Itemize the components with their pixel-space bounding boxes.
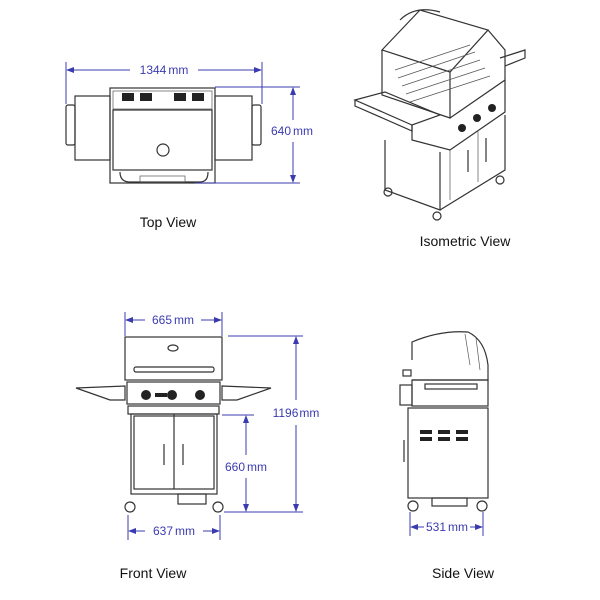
front-cart-height-value: 660 — [225, 460, 245, 474]
top-width-unit: mm — [168, 63, 188, 77]
side-depth-unit: mm — [448, 520, 468, 534]
front-cart-width-unit: mm — [175, 524, 195, 538]
front-height-value: 1196 — [273, 406, 299, 420]
front-view-caption: Front View — [120, 565, 188, 581]
front-lid-width-unit: mm — [174, 313, 194, 327]
front-height-unit: mm — [299, 406, 319, 420]
isometric-view: Isometric View — [353, 9, 526, 249]
top-depth-value: 640 — [271, 124, 291, 138]
front-lid-width-value: 665 — [152, 313, 172, 327]
isometric-view-caption: Isometric View — [420, 233, 512, 249]
svg-text:1196mm: 1196mm — [273, 406, 320, 420]
front-cart-height-unit: mm — [247, 460, 267, 474]
side-view-caption: Side View — [432, 565, 495, 581]
top-view-drawing — [65, 87, 262, 184]
side-depth-value: 531 — [426, 520, 446, 534]
top-depth-unit: mm — [293, 124, 313, 138]
top-view-caption: Top View — [140, 214, 197, 230]
front-view-drawing — [75, 336, 272, 513]
isometric-view-drawing — [353, 9, 526, 221]
side-view-drawing — [399, 331, 489, 512]
top-width-value: 1344 — [140, 63, 167, 77]
front-cart-width-value: 637 — [153, 524, 173, 538]
